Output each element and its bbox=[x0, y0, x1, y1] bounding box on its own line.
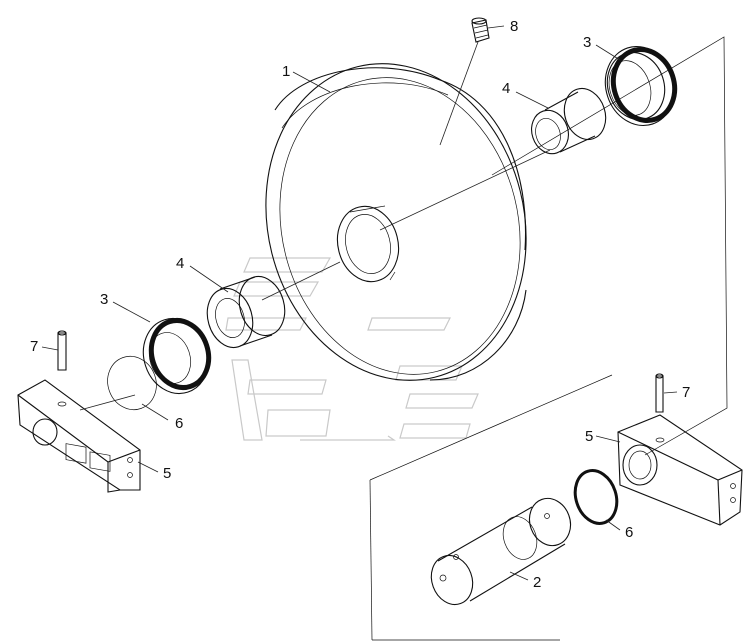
callout-3-lower: 3 bbox=[100, 291, 108, 308]
bushing-upper bbox=[531, 87, 607, 155]
callout-1: 1 bbox=[282, 63, 290, 80]
idler-wheel bbox=[265, 63, 527, 381]
callout-4-upper: 4 bbox=[502, 80, 510, 97]
assembly-frame bbox=[369, 36, 728, 641]
callout-5-left: 5 bbox=[163, 465, 171, 482]
callout-7-right: 7 bbox=[682, 384, 690, 401]
o-ring-right bbox=[573, 469, 619, 525]
seal-upper bbox=[604, 45, 678, 127]
callout-6-right: 6 bbox=[625, 524, 633, 541]
callout-labels: 8 3 1 4 4 3 7 6 5 7 5 6 2 bbox=[30, 18, 690, 591]
seal-lower bbox=[142, 317, 212, 395]
pin-right bbox=[655, 373, 664, 413]
callout-8: 8 bbox=[510, 18, 518, 35]
callout-4-lower: 4 bbox=[176, 255, 184, 272]
callout-6-left: 6 bbox=[175, 415, 183, 432]
shaft bbox=[430, 497, 572, 606]
bracket-left bbox=[17, 379, 141, 493]
bracket-right bbox=[617, 414, 743, 526]
watermark-logo bbox=[225, 257, 479, 441]
callout-2: 2 bbox=[533, 574, 541, 591]
callout-7-left: 7 bbox=[30, 338, 38, 355]
callout-3-upper: 3 bbox=[583, 34, 591, 51]
callout-5-right: 5 bbox=[585, 428, 593, 445]
bushing-lower bbox=[206, 275, 286, 349]
leader-lines bbox=[41, 25, 678, 581]
plug bbox=[471, 17, 490, 43]
o-ring-left bbox=[107, 355, 157, 411]
pin-left bbox=[57, 330, 67, 371]
